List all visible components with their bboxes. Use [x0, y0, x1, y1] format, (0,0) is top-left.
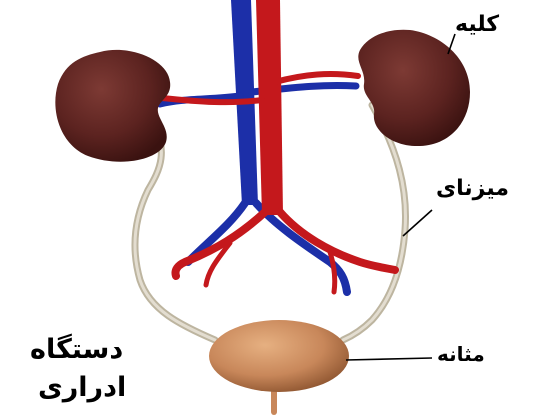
right-iliac-artery-branch	[330, 252, 335, 292]
right-renal-artery	[275, 74, 358, 82]
left-iliac-artery	[175, 212, 265, 276]
left-kidney-shape	[55, 50, 170, 162]
kidney-label: کلیه	[455, 14, 499, 36]
bladder-label: مثانه	[437, 344, 485, 364]
aorta	[256, 0, 283, 215]
title-line-2: ادراری	[38, 374, 126, 401]
bladder-shape	[209, 320, 349, 392]
right-kidney-shape	[358, 30, 470, 146]
bladder-pointer-line	[346, 358, 432, 360]
title-line-1: دستگاه	[30, 336, 123, 363]
ureter-label: میزنای	[436, 178, 509, 200]
